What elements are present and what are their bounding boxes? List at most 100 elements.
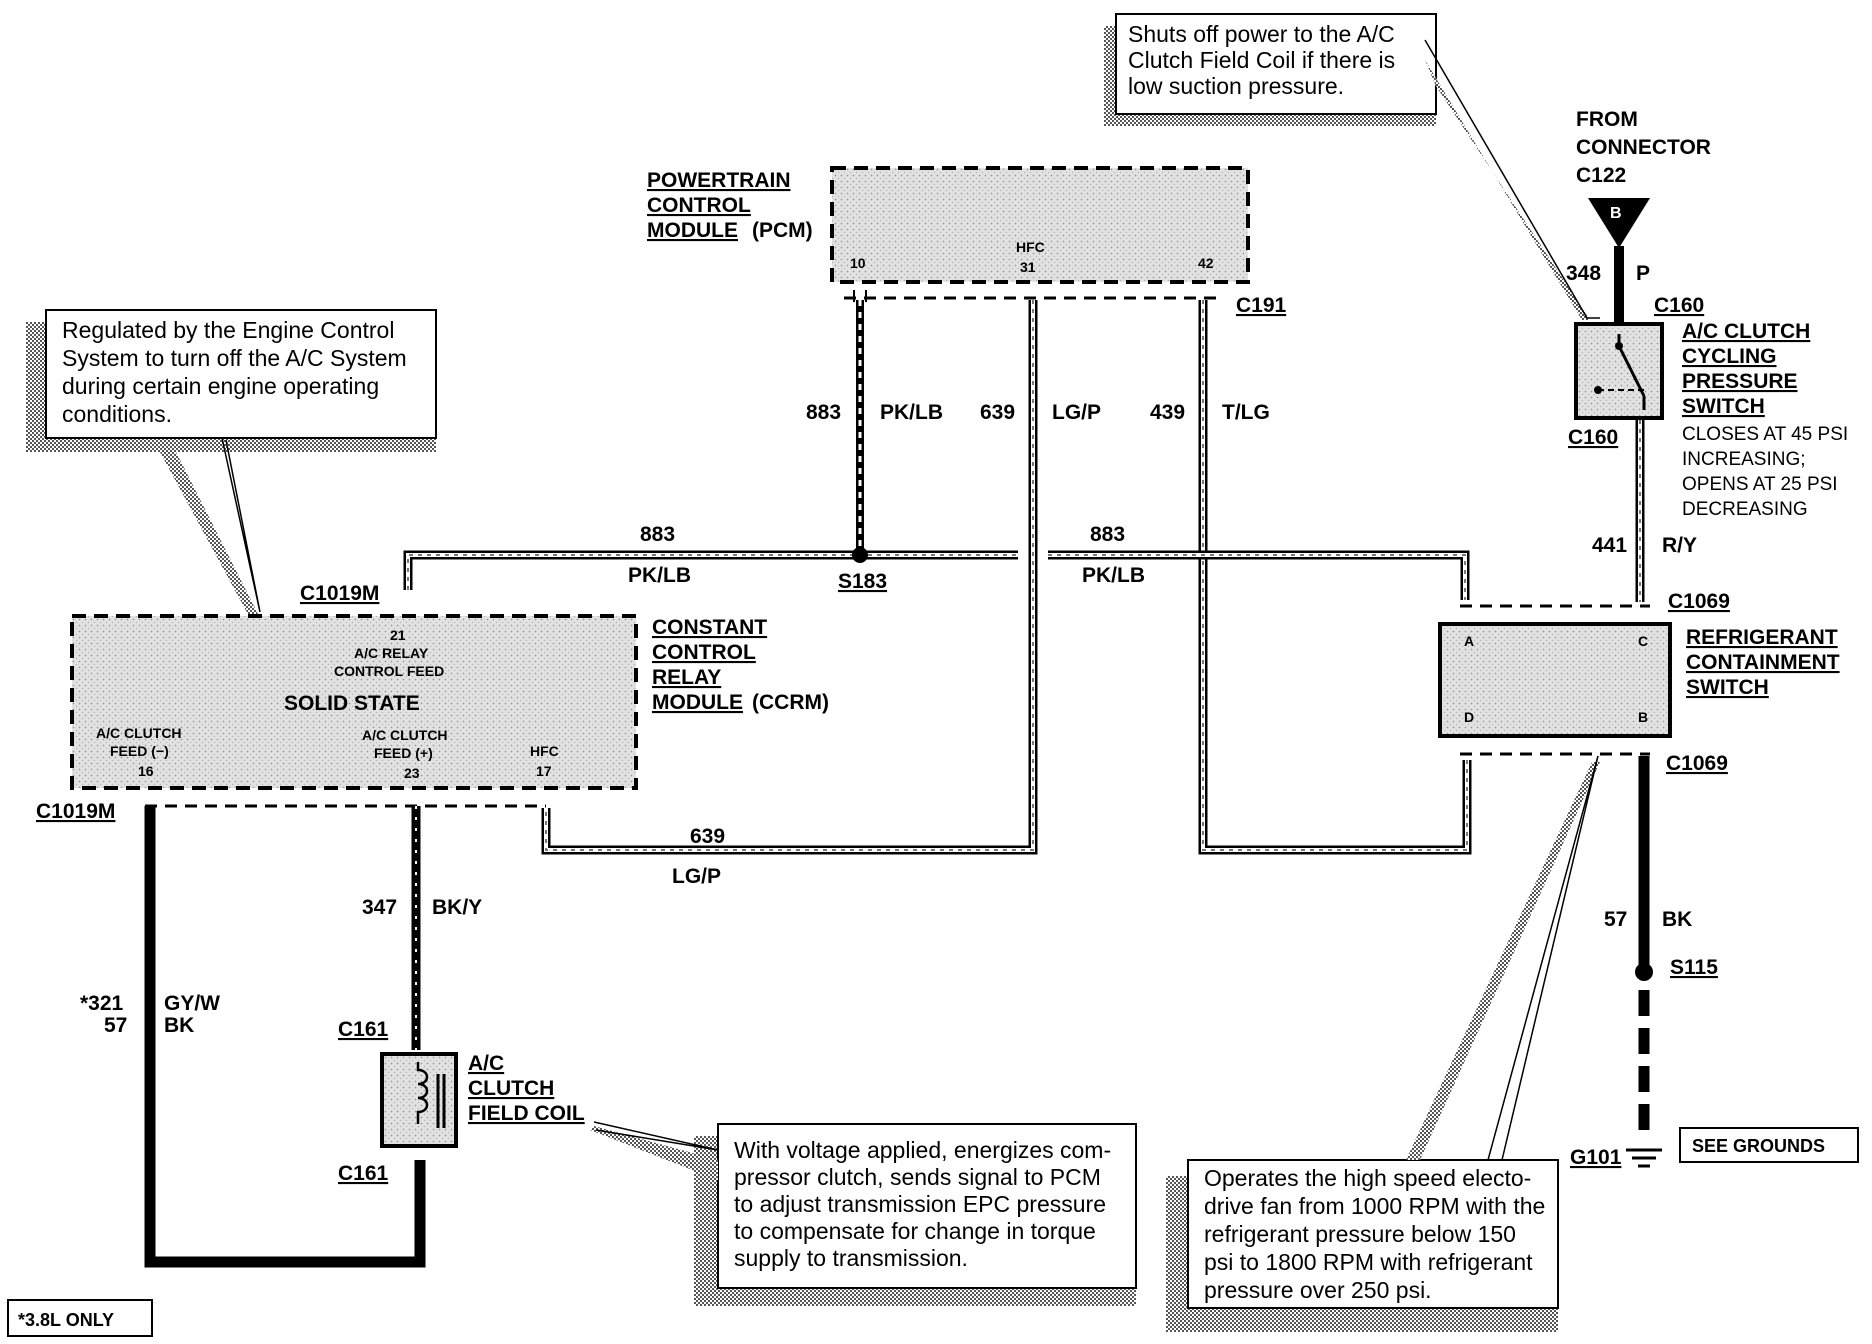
splice-label: S115 (1670, 956, 1718, 979)
pin-label: A (1464, 633, 1474, 649)
wire-color: GY/W (164, 992, 220, 1015)
wires-pcm: 883 PK/LB 639 LG/P 639 LG/P 439 T/LG (541, 300, 1472, 888)
switch-icon (1617, 345, 1646, 397)
wire-347: 347 BK/Y (362, 806, 482, 1050)
wire-color: PK/LB (628, 564, 691, 587)
cycling-switch-title: A/C CLUTCH (1682, 320, 1810, 343)
note-line: supply to transmission. (734, 1245, 968, 1271)
coil-icon (416, 1062, 429, 1124)
wire-color: P (1636, 262, 1650, 285)
wire-color: PK/LB (1082, 564, 1145, 587)
switch-spec: DECREASING (1682, 499, 1808, 520)
engine-note: *3.8L ONLY (18, 1310, 114, 1330)
wire-color: T/LG (1222, 401, 1270, 424)
wire-color: LG/P (1052, 401, 1101, 424)
wire-number: 883 (806, 401, 841, 424)
cycling-switch-title: PRESSURE (1682, 370, 1798, 393)
pin-label: 21 (390, 627, 406, 643)
connector-label: FROM (1576, 108, 1638, 131)
connector-label: C1069 (1668, 590, 1730, 613)
splice-s115 (1635, 963, 1653, 981)
field-coil-title: CLUTCH (468, 1077, 554, 1100)
ac-clutch-cycling-pressure-switch: C160 A/C CLUTCH CYCLING PRESSURE SWITCH … (1568, 294, 1848, 520)
note-line: pressure over 250 psi. (1204, 1277, 1432, 1303)
from-connector-c122: FROM CONNECTOR C122 B 348 P (1566, 108, 1711, 322)
connector-label: C160 (1654, 294, 1704, 317)
ccrm-title: MODULE (652, 691, 743, 714)
ground-icon (1626, 1148, 1662, 1168)
wire-number: 57 (1604, 908, 1627, 931)
note-line: conditions. (62, 401, 172, 427)
wire-color: BK/Y (432, 896, 482, 919)
see-grounds-box: SEE GROUNDS (1692, 1136, 1825, 1156)
pin-label: HFC (1016, 239, 1045, 255)
ecs-note: Regulated by the Engine Control System t… (26, 309, 437, 618)
wire-321-57: *321 57 GY/W BK (80, 806, 426, 1268)
connector-label: C1019M (300, 582, 379, 605)
ac-clutch-note: Shuts off power to the A/C Clutch Field … (1104, 13, 1600, 320)
note-line: refrigerant pressure below 150 (1204, 1221, 1516, 1247)
connector-label: C161 (338, 1162, 389, 1185)
connector-label: C1019M (36, 800, 115, 823)
pin-label: B (1638, 709, 1648, 725)
fan-note: Operates the high speed electo- drive fa… (1166, 755, 1600, 1332)
connector-label: CONNECTOR (1576, 136, 1711, 159)
field-coil-title: FIELD COIL (468, 1102, 585, 1125)
pin-label: 31 (1020, 259, 1036, 275)
note-line: to compensate for change in torque (734, 1218, 1096, 1244)
pcm-title: MODULE (647, 219, 738, 242)
pin-label: CONTROL FEED (334, 663, 444, 679)
ccrm-solid-state: SOLID STATE (284, 692, 420, 715)
connector-label: C161 (338, 1018, 389, 1041)
note-line: Regulated by the Engine Control (62, 317, 394, 343)
connector-pin-icon (1588, 198, 1650, 248)
refrigerant-containment-switch: C1069 A C D B REFRIGERANT CONTAINMENT SW… (1438, 590, 1840, 775)
pin-label: 16 (138, 763, 154, 779)
wire-color: BK (1662, 908, 1692, 931)
note-line: System to turn off the A/C System (62, 345, 407, 371)
wire-color: PK/LB (880, 401, 943, 424)
pin-label: FEED (+) (374, 745, 433, 761)
switch-spec: INCREASING; (1682, 449, 1806, 470)
switch-spec: CLOSES AT 45 PSI (1682, 424, 1848, 445)
pcm-title: POWERTRAIN (647, 169, 791, 192)
wire-441: 441 R/Y (1592, 420, 1697, 602)
engine-note-box: *3.8L ONLY (7, 1299, 153, 1337)
field-coil-note: With voltage applied, energizes com- pre… (590, 1121, 1137, 1306)
note-line: Clutch Field Coil if there is (1128, 47, 1395, 73)
splice-s183 (852, 547, 868, 563)
wire-number: 639 (690, 825, 725, 848)
refrigerant-switch-title: SWITCH (1686, 676, 1769, 699)
ground-label: G101 (1570, 1146, 1622, 1169)
note-line: during certain engine operating (62, 373, 379, 399)
pin-label: FEED (−) (110, 743, 169, 759)
pin-label: B (1610, 205, 1622, 222)
wire-number: 639 (980, 401, 1015, 424)
splice-label: S183 (838, 570, 887, 593)
wire-57-ground: 57 BK S115 G101 SEE GROUNDS (1570, 756, 1859, 1169)
pin-label: C (1638, 633, 1648, 649)
note-line: psi to 1800 RPM with refrigerant (1204, 1249, 1533, 1275)
pin-label: 10 (850, 255, 866, 271)
wire-color: BK (164, 1014, 194, 1037)
pin-label: 42 (1198, 255, 1214, 271)
pin-label: 23 (404, 765, 420, 781)
field-coil-title: A/C (468, 1052, 504, 1075)
note-line: to adjust transmission EPC pressure (734, 1191, 1106, 1217)
ccrm-title: RELAY (652, 666, 721, 689)
cycling-switch-title: CYCLING (1682, 345, 1777, 368)
pin-label: A/C CLUTCH (362, 727, 448, 743)
wire-number: 347 (362, 896, 397, 919)
wire-color: LG/P (672, 865, 721, 888)
pcm: POWERTRAIN CONTROL MODULE (PCM) 10 HFC 3… (647, 166, 1287, 317)
switch-spec: OPENS AT 25 PSI (1682, 474, 1838, 495)
wire-number: 883 (1090, 523, 1125, 546)
wire-number: 57 (104, 1014, 127, 1037)
pin-label: 17 (536, 763, 552, 779)
wire-color: R/Y (1662, 534, 1697, 557)
cycling-switch-title: SWITCH (1682, 395, 1765, 418)
note-line: pressor clutch, sends signal to PCM (734, 1164, 1101, 1190)
wire-883-bus: S183 883 PK/LB 883 PK/LB (403, 523, 1470, 600)
pcm-abbr: (PCM) (752, 219, 813, 242)
